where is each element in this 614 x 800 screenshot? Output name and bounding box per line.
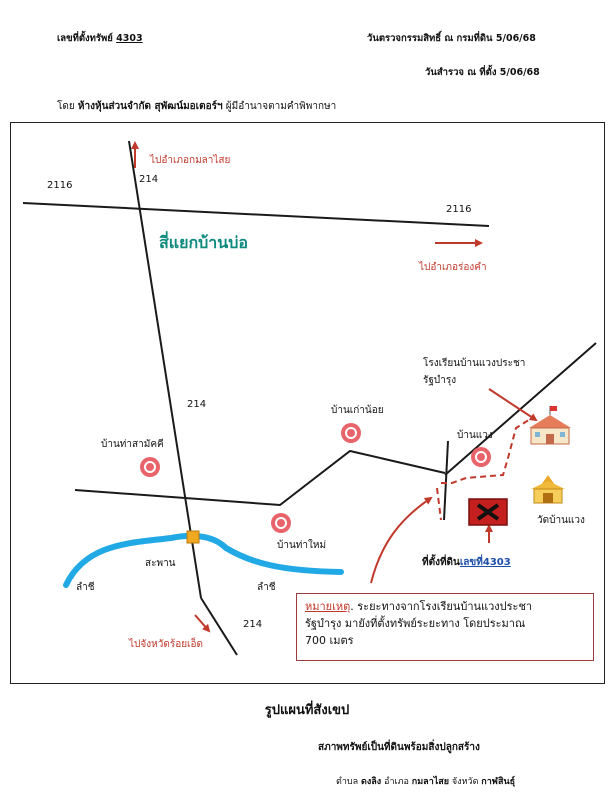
authority-prefix: โดย [57, 101, 75, 112]
arrow-note [370, 496, 433, 584]
label-to-kamalasai: ไปอำเภอกมลาไสย [150, 155, 231, 166]
label-parcel: ที่ตั้งที่ดินเลขที่4303 [422, 555, 511, 570]
road-village-west [74, 449, 446, 507]
map-title: รูปแผนที่สังเขป [264, 703, 350, 718]
label-stream-left: ลำชี [76, 582, 95, 593]
location-marker-icon [471, 447, 491, 467]
label-village-baanwaeng: บ้านแวง [457, 430, 493, 441]
sketch-map: ไปอำเภอกมลาไสย 214 2116 2116 สี่แยกบ้านบ… [10, 122, 605, 684]
authority-line: โดย ห้างหุ้นส่วนจำกัด สุพัฒน์มอเตอร์ฯ ผู… [57, 99, 336, 114]
label-parcel-id: เลขที่4303 [459, 557, 511, 568]
label-village-thamai: บ้านท่าใหม่ [277, 540, 327, 551]
label-bridge: สะพาน [145, 558, 176, 569]
tambon-value: ดงลิง [361, 777, 382, 787]
label-road-2116-left: 2116 [47, 180, 73, 191]
school-building-icon [529, 406, 571, 445]
province-value: กาฬสินธุ์ [481, 777, 516, 787]
note-title: หมายเหตุ [305, 600, 351, 613]
note-line-2: รัฐบำรุง มายังที่ตั้งทรัพย์ระยะทาง โดยปร… [305, 617, 526, 630]
note-line-1: หมายเหตุ. ระยะทางจากโรงเรียนบ้านแวงประชา [305, 598, 585, 615]
asset-number-value: 4303 [116, 33, 143, 44]
road-2116 [22, 202, 490, 227]
authority-suffix: ผู้มีอำนาจตามคำพิพากษา [225, 101, 337, 112]
label-school: โรงเรียนบ้านแวงประชา [423, 358, 526, 369]
location-marker-icon [271, 513, 291, 533]
access-path [441, 417, 533, 484]
location-line: ตำบล ดงลิง อำเภอ กมลาไสย จังหวัด กาฬสินธ… [336, 774, 515, 788]
label-road-214-mid: 214 [187, 399, 207, 410]
arrow-school [488, 388, 538, 422]
survey-date: วันสำรวจ ณ ที่ตั้ง 5/06/68 [425, 65, 540, 80]
amphoe-label: อำเภอ [384, 777, 409, 787]
inspect-date: วันตรวจกรรมสิทธิ์ ณ กรมที่ดิน 5/06/68 [367, 31, 536, 46]
label-to-roiet: ไปจังหวัดร้อยเอ็ด [129, 639, 203, 650]
label-road-214-top: 214 [139, 174, 159, 185]
label-junction: สี่แยกบ้านบ่อ [159, 233, 248, 252]
province-label: จังหวัด [451, 777, 479, 787]
label-road-214-bottom: 214 [243, 619, 263, 630]
label-temple: วัดบ้านแวง [537, 515, 585, 526]
label-village-baokaonoi: บ้านเก่าน้อย [331, 405, 384, 416]
map-canvas [22, 140, 597, 656]
property-condition: สภาพทรัพย์เป็นที่ดินพร้อมสิ่งปลูกสร้าง [318, 742, 480, 753]
survey-date-label: วันสำรวจ ณ ที่ตั้ง [425, 67, 497, 78]
note-line-3: 700 เมตร [305, 634, 354, 647]
amphoe-value: กมลาไสย [411, 777, 450, 787]
label-stream-right: ลำชี [257, 582, 276, 593]
road-waeng-vertical [443, 440, 449, 521]
label-village-thasamakkhi: บ้านท่าสามัคคี [101, 439, 164, 450]
tambon-label: ตำบล [336, 777, 359, 787]
location-marker-icon [140, 457, 160, 477]
asset-number-label: เลขที่ตั้งทรัพย์ [57, 33, 113, 44]
inspect-date-value: 5/06/68 [495, 33, 536, 44]
survey-date-value: 5/06/68 [499, 67, 540, 78]
label-school-line2: รัฐบำรุง [423, 375, 457, 386]
access-path-lower [436, 487, 442, 521]
inspect-date-label: วันตรวจกรรมสิทธิ์ ณ กรมที่ดิน [367, 33, 493, 44]
asset-number: เลขที่ตั้งทรัพย์ 4303 [57, 31, 143, 46]
label-to-rongkham: ไปอำเภอร่องคำ [419, 262, 487, 273]
arrow-south [194, 614, 211, 633]
temple-icon [531, 475, 565, 504]
parcel-marker-icon [468, 498, 508, 526]
authority-name: ห้างหุ้นส่วนจำกัด สุพัฒน์มอเตอร์ฯ [77, 101, 223, 112]
label-road-2116-right: 2116 [446, 204, 472, 215]
note-text-1: . ระยะทางจากโรงเรียนบ้านแวงประชา [350, 600, 533, 613]
road-214-south [200, 597, 238, 656]
road-214 [128, 140, 202, 599]
note-box: หมายเหตุ. ระยะทางจากโรงเรียนบ้านแวงประชา… [296, 593, 594, 661]
label-parcel-prefix: ที่ตั้งที่ดิน [422, 557, 460, 568]
bridge-icon [186, 530, 200, 544]
location-marker-icon [341, 423, 361, 443]
